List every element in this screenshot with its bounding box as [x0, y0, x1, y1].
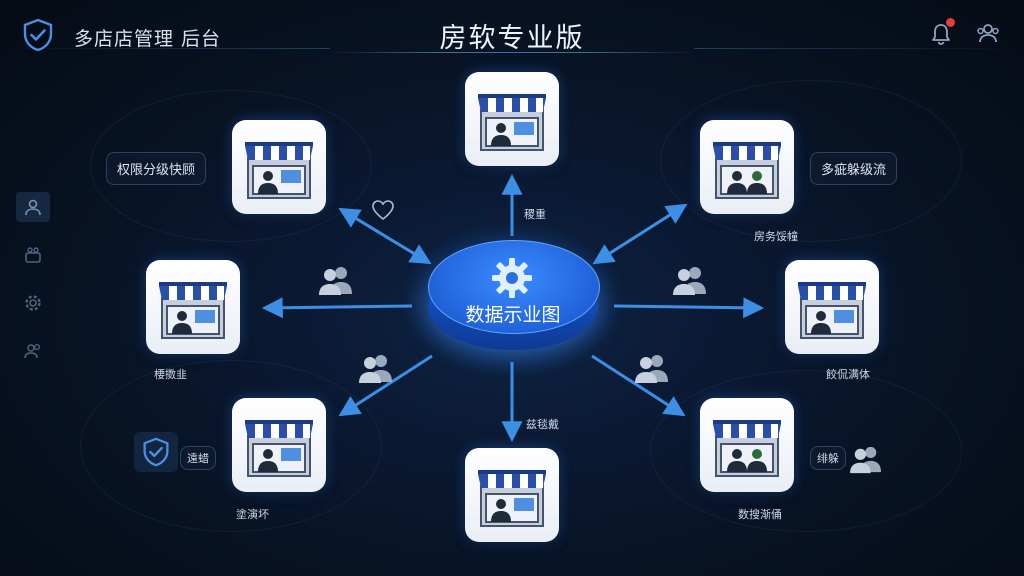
store-card-right[interactable]	[785, 260, 879, 354]
shield-check-icon[interactable]	[22, 18, 54, 52]
bg-ring	[90, 90, 372, 242]
header-divider	[330, 52, 694, 53]
bg-ring	[660, 80, 962, 242]
page-title: 房软专业版	[439, 23, 585, 54]
store-card-top-right[interactable]	[700, 120, 794, 214]
label-permission: 权限分级快顾	[106, 152, 207, 185]
team-icon	[25, 247, 41, 263]
rail-item-team[interactable]	[16, 240, 50, 270]
rail-item-settings[interactable]	[16, 288, 50, 318]
label-store-bottom-right: 数搜渐俑	[738, 508, 782, 521]
header-divider	[694, 48, 1024, 49]
user-icon	[25, 199, 41, 216]
store-card-top[interactable]	[465, 72, 559, 166]
label-store-right: 餃侃满体	[826, 368, 870, 381]
users-icon	[635, 355, 668, 383]
users-icon[interactable]	[976, 22, 1000, 44]
notification-badge	[946, 18, 955, 27]
label-shield: 遠蜡	[180, 446, 216, 470]
storefront-icon	[245, 420, 313, 477]
users-icon	[673, 267, 706, 295]
rail-item-user[interactable]	[16, 192, 50, 222]
label-store-left: 楆擞韭	[154, 368, 187, 381]
storefront-icon	[159, 282, 227, 339]
storefront-icon	[245, 142, 313, 199]
label-top-arrow: 稷重	[524, 208, 546, 221]
storefront-icon	[713, 420, 781, 477]
bell-icon[interactable]	[930, 22, 952, 46]
hub-label: 数据示业图	[465, 304, 561, 326]
bg-ring	[650, 370, 962, 532]
label-store-bottom-left: 塗演坏	[236, 508, 269, 521]
label-right-lower: 绯躲	[810, 446, 846, 470]
shield-check-icon	[143, 437, 169, 467]
store-card-bottom-right[interactable]	[700, 398, 794, 492]
gear-icon	[492, 258, 532, 298]
label-multi-level: 多疵躲级流	[810, 152, 898, 185]
rail-item-members[interactable]	[16, 336, 50, 366]
store-card-bottom[interactable]	[465, 448, 559, 542]
storefront-icon	[798, 282, 866, 339]
store-card-bottom-left[interactable]	[232, 398, 326, 492]
brand-name: 多店店管理 后台	[74, 28, 222, 50]
users-icon	[850, 446, 881, 474]
label-bottom-arrow: 兹毯戴	[526, 418, 559, 431]
label-store-top-right: 房务馁幢	[754, 230, 798, 243]
heart-shield-icon	[372, 200, 394, 221]
store-card-top-left[interactable]	[232, 120, 326, 214]
storefront-icon	[478, 470, 546, 527]
store-card-left[interactable]	[146, 260, 240, 354]
storefront-icon	[478, 94, 546, 151]
bg-ring	[80, 360, 382, 532]
header-divider	[0, 48, 330, 49]
shield-badge[interactable]	[134, 432, 178, 472]
users-icon	[24, 343, 41, 359]
users-icon	[319, 267, 352, 295]
gear-icon	[25, 295, 41, 311]
users-icon	[359, 355, 392, 383]
storefront-icon	[713, 142, 781, 199]
